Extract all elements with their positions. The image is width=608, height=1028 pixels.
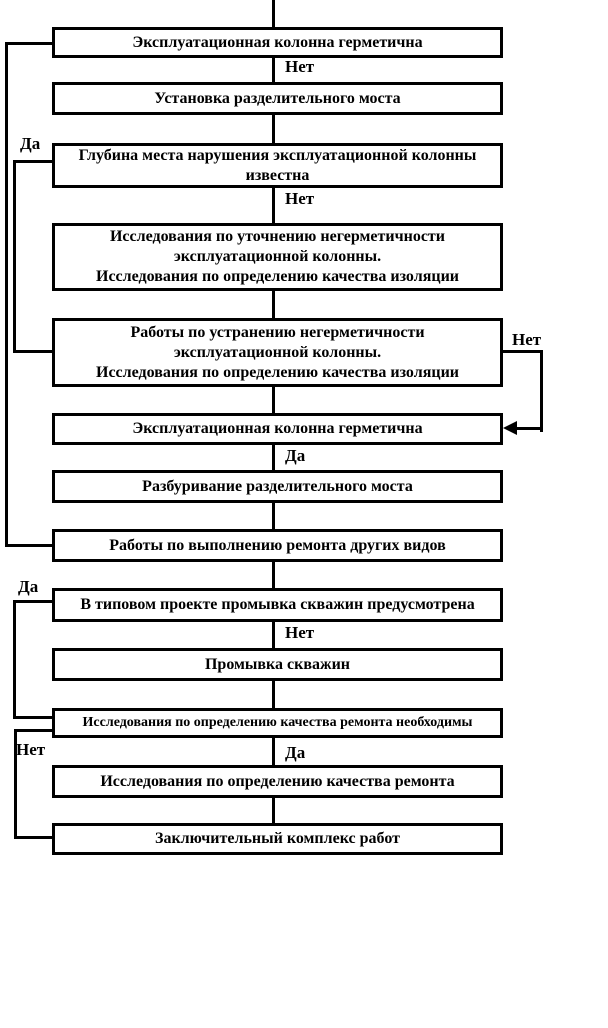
- connector-node5-node6-bottom: [515, 427, 543, 430]
- edge-label-yes-node11: Да: [285, 743, 306, 762]
- flow-node-4: Исследования по уточнению негерметичност…: [52, 223, 503, 291]
- edge-label-no-node5: Нет: [512, 330, 542, 349]
- flow-node-13-label: Заключительный комплекс работ: [155, 830, 400, 847]
- connector-node3-node5-side: [13, 160, 16, 353]
- connector-node5-node6: [272, 387, 275, 413]
- connector-node3-node4: [272, 188, 275, 223]
- connector-node2-node3: [272, 115, 275, 143]
- connector-node11-node12: [272, 738, 275, 765]
- flow-node-5-label: Работы по устранению негерметичности экс…: [96, 323, 459, 381]
- edge-label-yes-node6: Да: [285, 446, 306, 465]
- edge-label-no-node1: Нет: [285, 57, 315, 76]
- connector-node11-node13-bottom: [14, 836, 52, 839]
- flow-node-3-label: Глубина места нарушения эксплуатационной…: [78, 146, 477, 184]
- connector-node5-node6-side: [540, 350, 543, 432]
- connector-node1-node8-bottom: [5, 544, 52, 547]
- flow-node-11-label: Исследования по определению качества рем…: [82, 715, 473, 730]
- flow-node-10-label: Промывка скважин: [204, 655, 351, 673]
- flow-node-2: Установка разделительного моста: [52, 82, 503, 115]
- connector-node4-node5: [272, 291, 275, 318]
- flow-node-1: Эксплуатационная колонна герметична: [52, 27, 503, 58]
- flow-node-9-label: В типовом проекте промывка скважин преду…: [80, 596, 475, 613]
- edge-label-yes-node3: Да: [20, 134, 41, 153]
- connector-node6-node7: [272, 445, 275, 470]
- connector-node9-node10: [272, 622, 275, 648]
- flow-node-6-label: Эксплуатационная колонна герметична: [132, 420, 423, 437]
- flow-node-8: Работы по выполнению ремонта других видо…: [52, 529, 503, 562]
- flow-node-12: Исследования по определению качества рем…: [52, 765, 503, 798]
- flow-node-5: Работы по устранению негерметичности экс…: [52, 318, 503, 387]
- edge-label-no-node11: Нет: [16, 740, 46, 759]
- arrowhead-into-node6-icon: [503, 421, 517, 435]
- flow-node-3: Глубина места нарушения эксплуатационной…: [52, 143, 503, 188]
- flow-node-13: Заключительный комплекс работ: [52, 823, 503, 855]
- flow-node-8-label: Работы по выполнению ремонта других видо…: [109, 536, 446, 554]
- connector-start-node1: [272, 0, 275, 27]
- edge-label-yes-node9: Да: [18, 577, 39, 596]
- edge-label-no-node9: Нет: [285, 623, 315, 642]
- connector-node1-node8-side: [5, 42, 8, 547]
- connector-node7-node8: [272, 503, 275, 529]
- flow-node-11: Исследования по определению качества рем…: [52, 708, 503, 738]
- connector-node1-node2: [272, 57, 275, 82]
- flow-node-7-label: Разбуривание разделительного моста: [142, 477, 413, 495]
- flow-node-9: В типовом проекте промывка скважин преду…: [52, 588, 503, 622]
- connector-node11-node13-side: [14, 729, 17, 839]
- connector-node5-node6-top: [503, 350, 543, 353]
- connector-node10-node11: [272, 681, 275, 708]
- connector-node1-node8-top: [5, 42, 52, 45]
- connector-node3-node5-bottom: [13, 350, 52, 353]
- flow-node-7: Разбуривание разделительного моста: [52, 470, 503, 503]
- flow-node-6: Эксплуатационная колонна герметична: [52, 413, 503, 445]
- connector-node9-node11-bottom: [13, 716, 52, 719]
- connector-node9-node11-top: [13, 600, 52, 603]
- flow-node-1-label: Эксплуатационная колонна герметична: [132, 33, 423, 51]
- flow-node-4-label: Исследования по уточнению негерметичност…: [96, 228, 459, 285]
- connector-node11-node13-top: [14, 729, 52, 732]
- connector-node12-node13: [272, 798, 275, 823]
- connector-node9-node11-side: [13, 600, 16, 719]
- flow-node-10: Промывка скважин: [52, 648, 503, 681]
- flow-node-12-label: Исследования по определению качества рем…: [100, 772, 455, 790]
- edge-label-no-node3: Нет: [285, 189, 315, 208]
- connector-node8-node9: [272, 562, 275, 588]
- connector-node3-node5-top: [13, 160, 52, 163]
- flow-node-2-label: Установка разделительного моста: [154, 89, 401, 107]
